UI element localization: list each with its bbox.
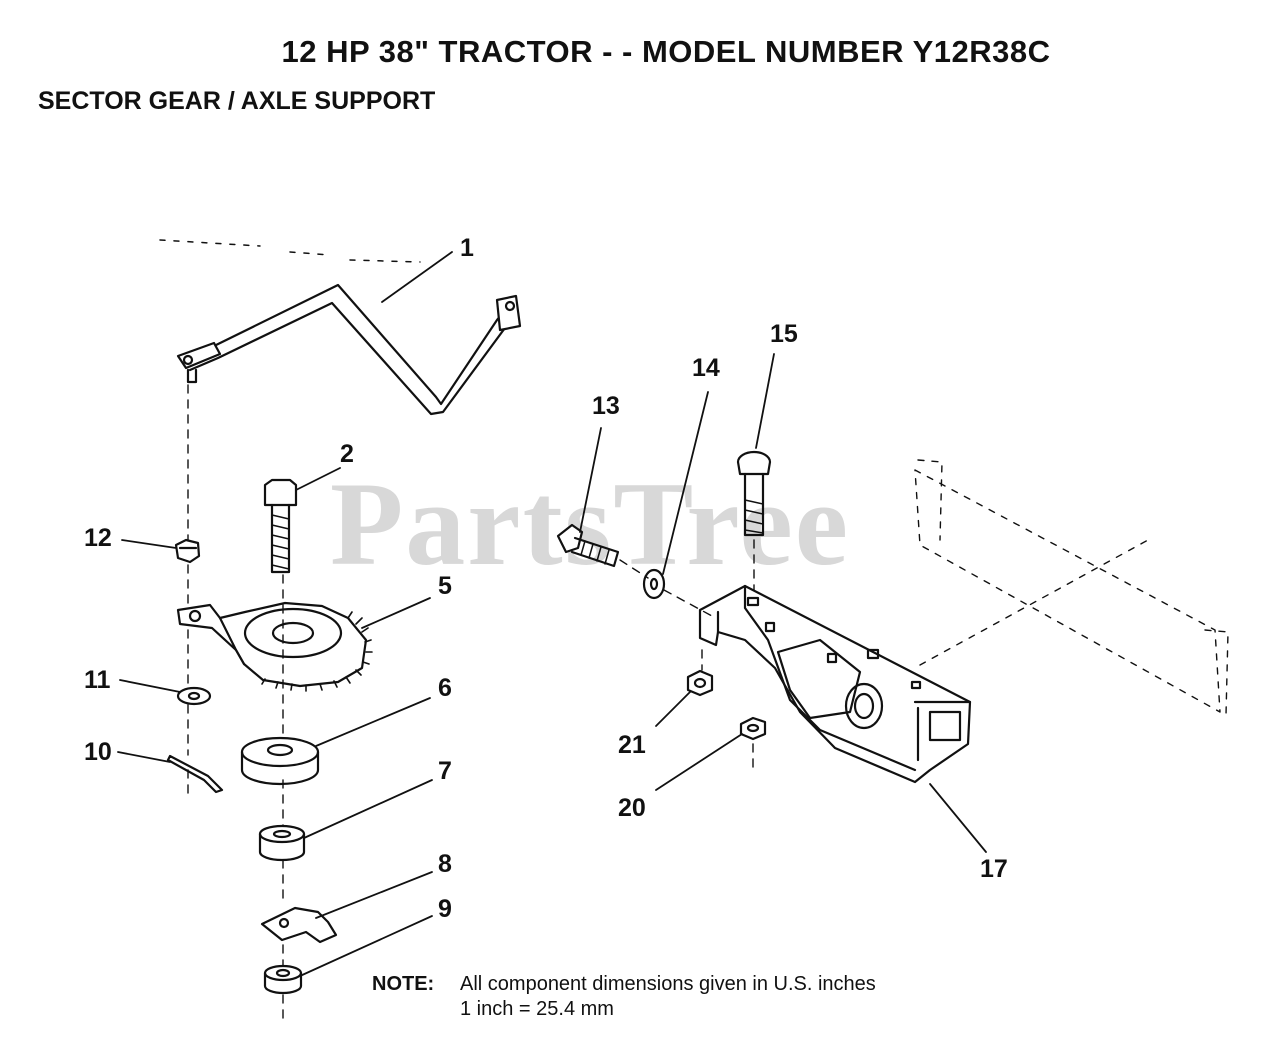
callout-15: 15 <box>770 320 798 348</box>
note-line-2: 1 inch = 25.4 mm <box>460 998 614 1020</box>
spacer-part-6 <box>240 736 320 786</box>
cotter-pin-part-10 <box>166 754 224 794</box>
callout-14: 14 <box>692 354 720 382</box>
nut-part-12 <box>174 538 201 564</box>
dimension-note: NOTE: All component dimensions given in U… <box>372 972 876 1022</box>
assembly-lines <box>187 384 755 1021</box>
nut-part-9 <box>263 964 303 995</box>
callout-20: 20 <box>618 794 646 822</box>
washer-part-14 <box>642 568 666 600</box>
nut-part-7 <box>258 824 306 862</box>
hex-bolt-part-2 <box>263 478 298 574</box>
callout-13: 13 <box>592 392 620 420</box>
callout-17: 17 <box>980 855 1008 883</box>
note-label: NOTE: <box>372 973 435 995</box>
callout-11: 11 <box>84 666 111 694</box>
note-line-1: All component dimensions given in U.S. i… <box>460 973 876 995</box>
clip-part-8 <box>260 906 338 944</box>
callout-7: 7 <box>438 757 452 785</box>
sector-gear-part-5 <box>176 601 373 692</box>
washer-part-11 <box>176 686 212 706</box>
callout-10: 10 <box>84 738 112 766</box>
callout-6: 6 <box>438 674 452 702</box>
nut-part-21 <box>686 669 714 697</box>
diagram-subtitle: SECTOR GEAR / AXLE SUPPORT <box>38 87 436 115</box>
callout-5: 5 <box>438 572 452 600</box>
callout-21: 21 <box>618 731 646 759</box>
axle-reference <box>914 459 1229 716</box>
axle-support-bracket-part-17 <box>698 584 972 784</box>
carriage-bolt-part-15 <box>736 450 772 537</box>
diagram-title: 12 HP 38" TRACTOR - - MODEL NUMBER Y12R3… <box>281 34 1051 69</box>
nut-part-20 <box>739 716 767 741</box>
callout-2: 2 <box>340 440 354 468</box>
drag-link-rod-part-1 <box>176 283 522 416</box>
callout-12: 12 <box>84 524 112 552</box>
callout-9: 9 <box>438 895 452 923</box>
callout-1: 1 <box>460 234 474 262</box>
callout-8: 8 <box>438 850 452 878</box>
leader-lines <box>117 251 987 977</box>
bolt-part-13 <box>556 523 620 568</box>
